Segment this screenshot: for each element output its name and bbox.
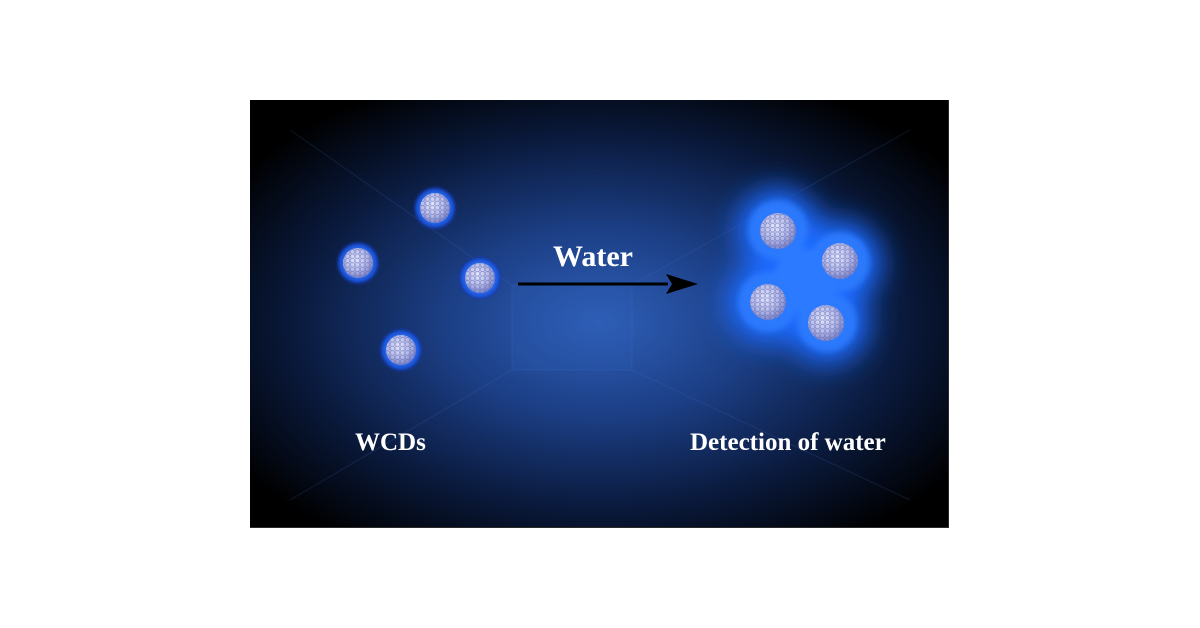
right-arrow-icon — [518, 274, 698, 294]
particle-3 — [457, 255, 503, 301]
diagram-panel: Water WCDs Detection of water — [250, 100, 949, 528]
arrow-label: Water — [553, 240, 633, 273]
particle-2 — [335, 240, 381, 286]
particle-8 — [808, 305, 844, 341]
wcds-label: WCDs — [355, 429, 426, 456]
particle-1 — [412, 185, 458, 231]
perspective-frame — [289, 129, 911, 501]
particle-4 — [378, 327, 424, 373]
particle-7 — [750, 284, 786, 320]
detection-label: Detection of water — [690, 429, 886, 456]
particle-6 — [822, 243, 858, 279]
diagram-graphic — [250, 100, 948, 527]
particle-5 — [760, 213, 796, 249]
